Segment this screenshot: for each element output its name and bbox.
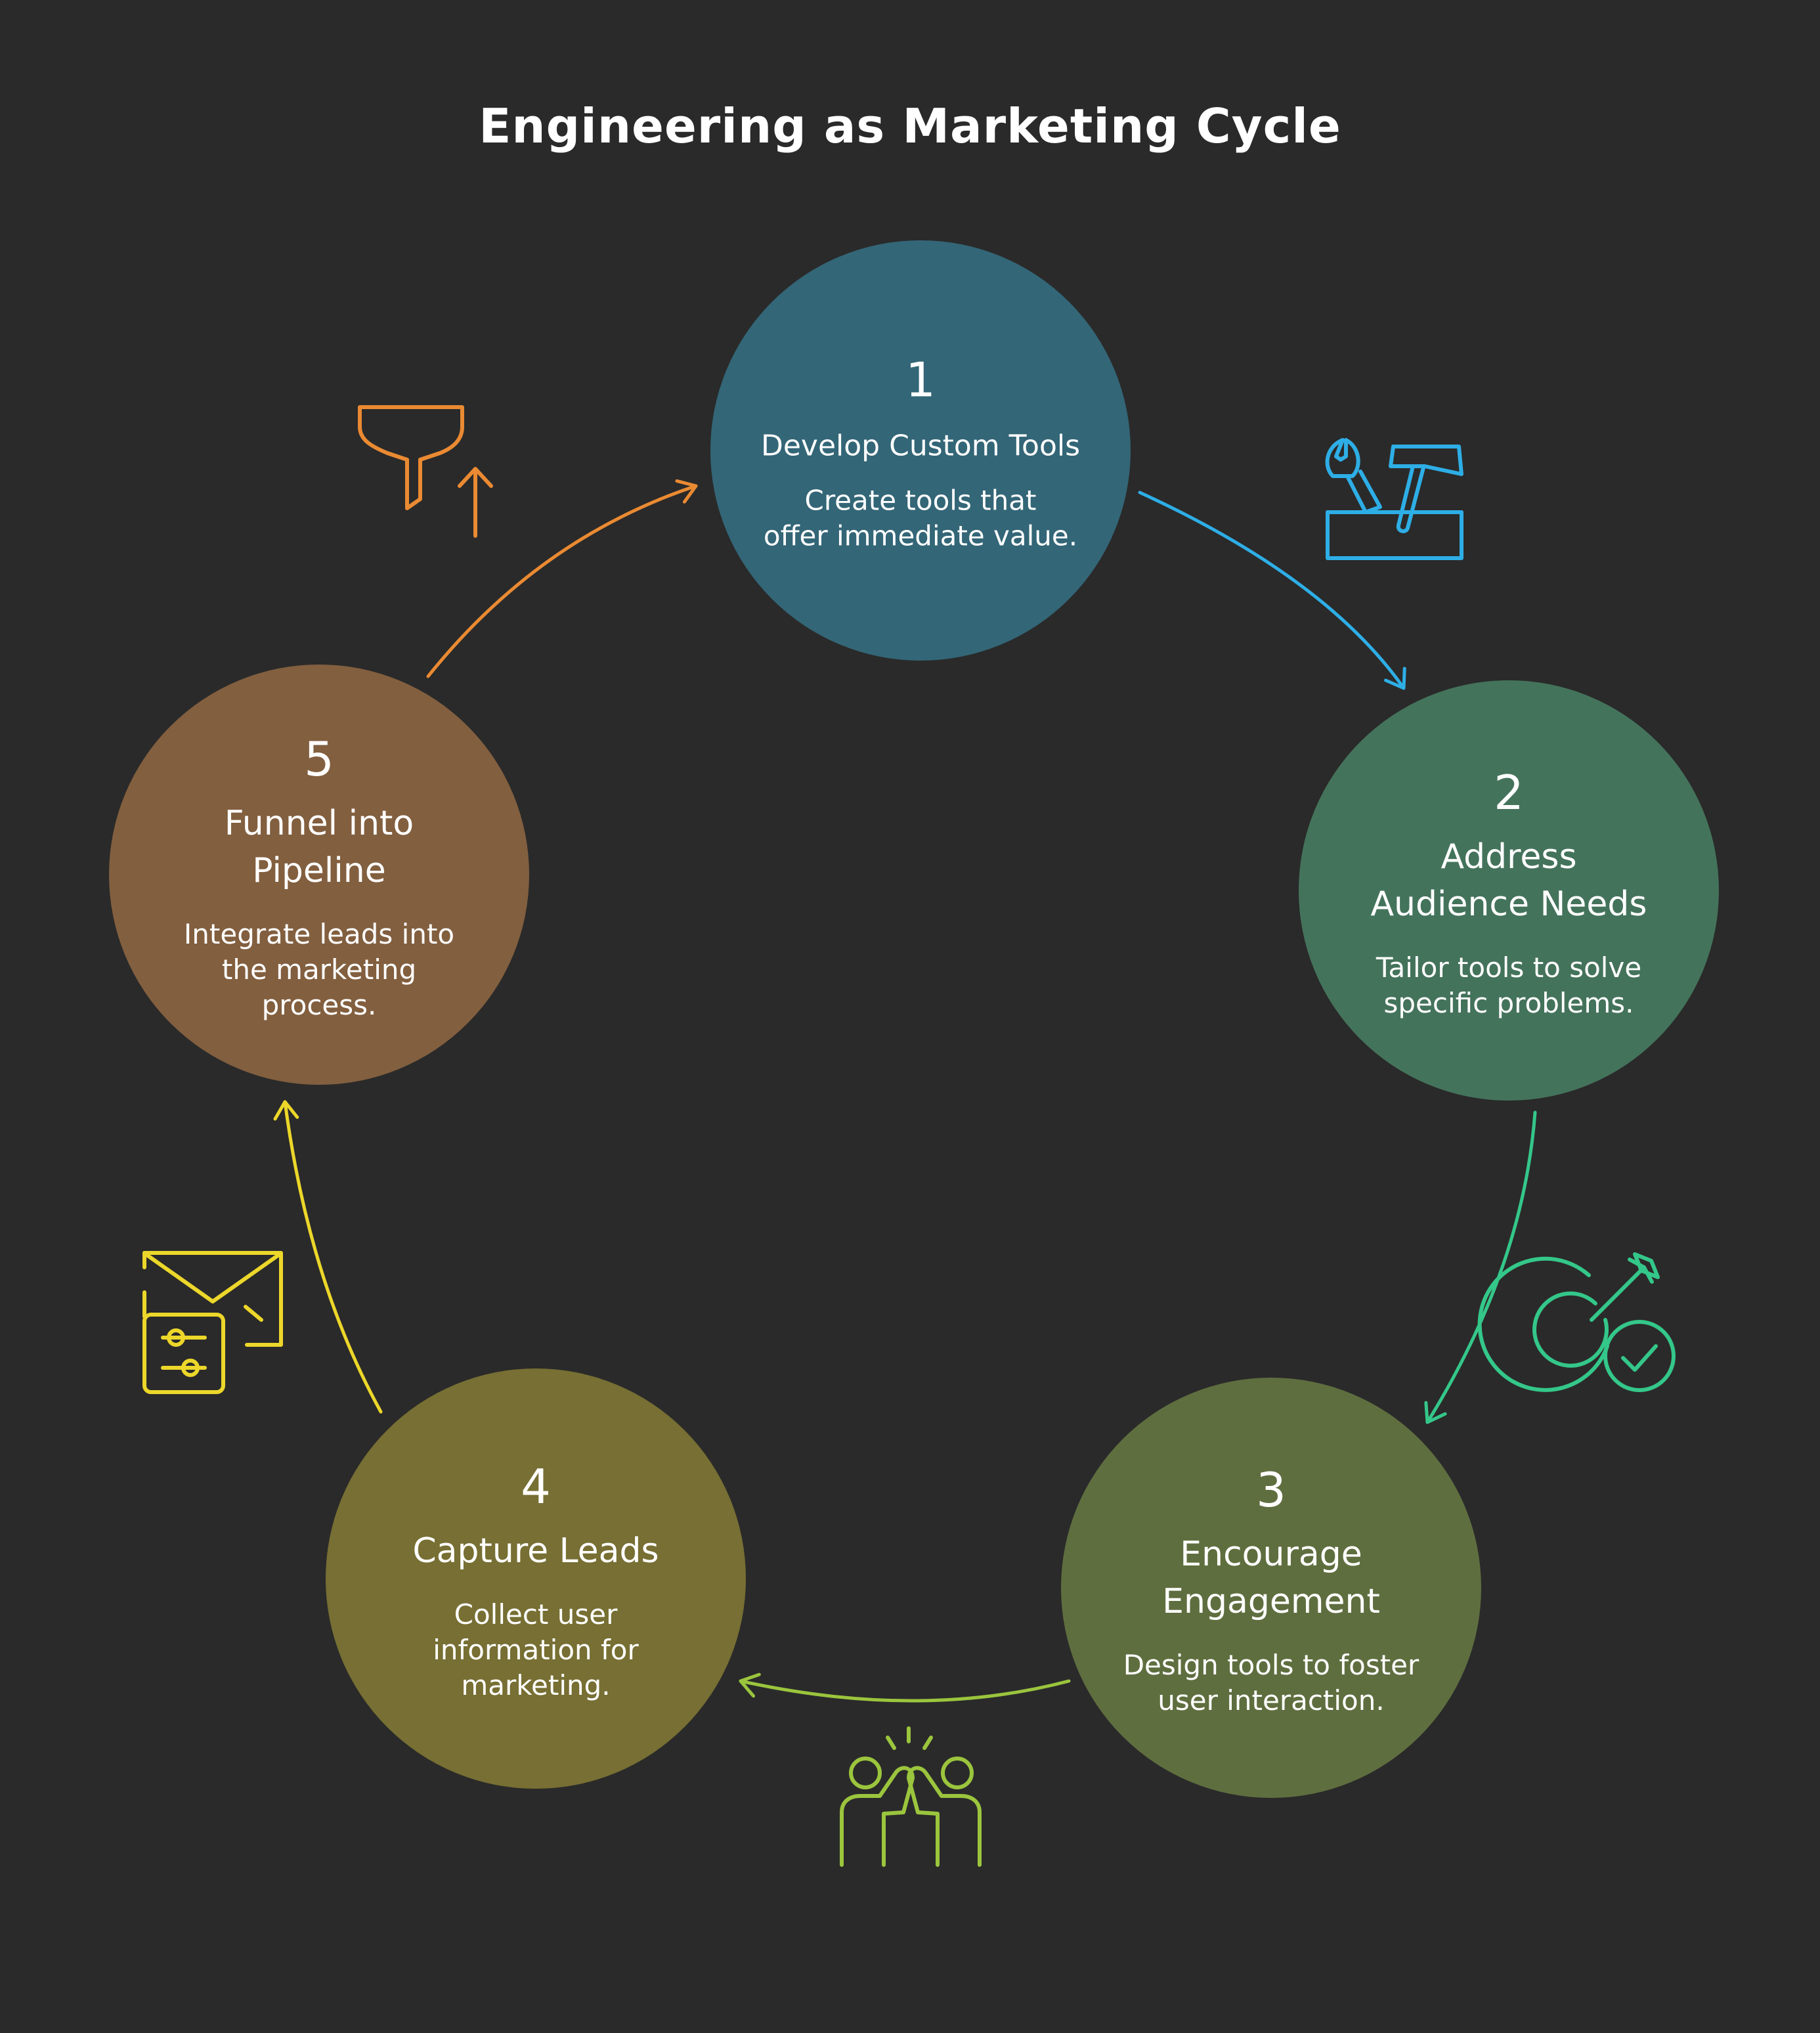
- step-description: user interaction.: [1158, 1684, 1384, 1716]
- step-circle: [710, 240, 1131, 661]
- step-circle: [109, 665, 529, 1085]
- step-heading: Encourage: [1180, 1535, 1362, 1574]
- step-description: marketing.: [461, 1669, 610, 1701]
- high-five-icon: [840, 1726, 982, 1867]
- arrowhead: [1384, 667, 1406, 690]
- cycle-arrow-4: [283, 1100, 383, 1414]
- cycle-arrow-1: [1138, 491, 1406, 690]
- step-description: Design tools to foster: [1123, 1649, 1419, 1681]
- diagram-title: Engineering as Marketing Cycle: [479, 98, 1341, 154]
- cycle-arrow-5: [426, 484, 698, 678]
- arrowhead: [675, 479, 698, 504]
- step-description: offer immediate value.: [764, 519, 1077, 552]
- arrowhead: [739, 1672, 761, 1698]
- step-heading: Funnel into: [225, 804, 414, 843]
- step-circle: [1061, 1378, 1481, 1798]
- step-circle: [1299, 680, 1719, 1101]
- step-heading: Audience Needs: [1370, 885, 1647, 924]
- step-description: Integrate leads into: [184, 918, 454, 950]
- step-description: Tailor tools to solve: [1376, 951, 1641, 984]
- step-description: specific problems.: [1383, 987, 1634, 1019]
- step-circle: [326, 1368, 746, 1789]
- cycle-arrows: [273, 479, 1537, 1703]
- step-heading: Capture Leads: [412, 1531, 659, 1571]
- step-number: 5: [304, 732, 334, 787]
- step-number: 2: [1494, 765, 1524, 820]
- cycle-arrow-3: [739, 1679, 1071, 1703]
- step-number: 4: [521, 1459, 551, 1514]
- step-description: the marketing: [222, 953, 416, 986]
- step-description: Collect user: [454, 1598, 618, 1630]
- step-heading: Engagement: [1162, 1582, 1380, 1621]
- step-description: process.: [262, 989, 377, 1021]
- step-number: 1: [905, 353, 936, 408]
- target-check-icon: [1477, 1252, 1676, 1392]
- step-heading: Address: [1441, 837, 1576, 877]
- step-heading: Develop Custom Tools: [761, 429, 1080, 463]
- funnel-up-icon: [358, 405, 493, 538]
- mail-form-icon: [142, 1251, 283, 1394]
- cycle-arrow-2: [1425, 1110, 1537, 1424]
- step-description: information for: [433, 1634, 639, 1666]
- arrowhead: [273, 1100, 299, 1121]
- tools-icon: [1325, 438, 1463, 560]
- step-description: Create tools that: [805, 484, 1037, 516]
- step-number: 3: [1256, 1462, 1286, 1518]
- step-heading: Pipeline: [252, 851, 386, 890]
- arrowhead: [1424, 1401, 1447, 1424]
